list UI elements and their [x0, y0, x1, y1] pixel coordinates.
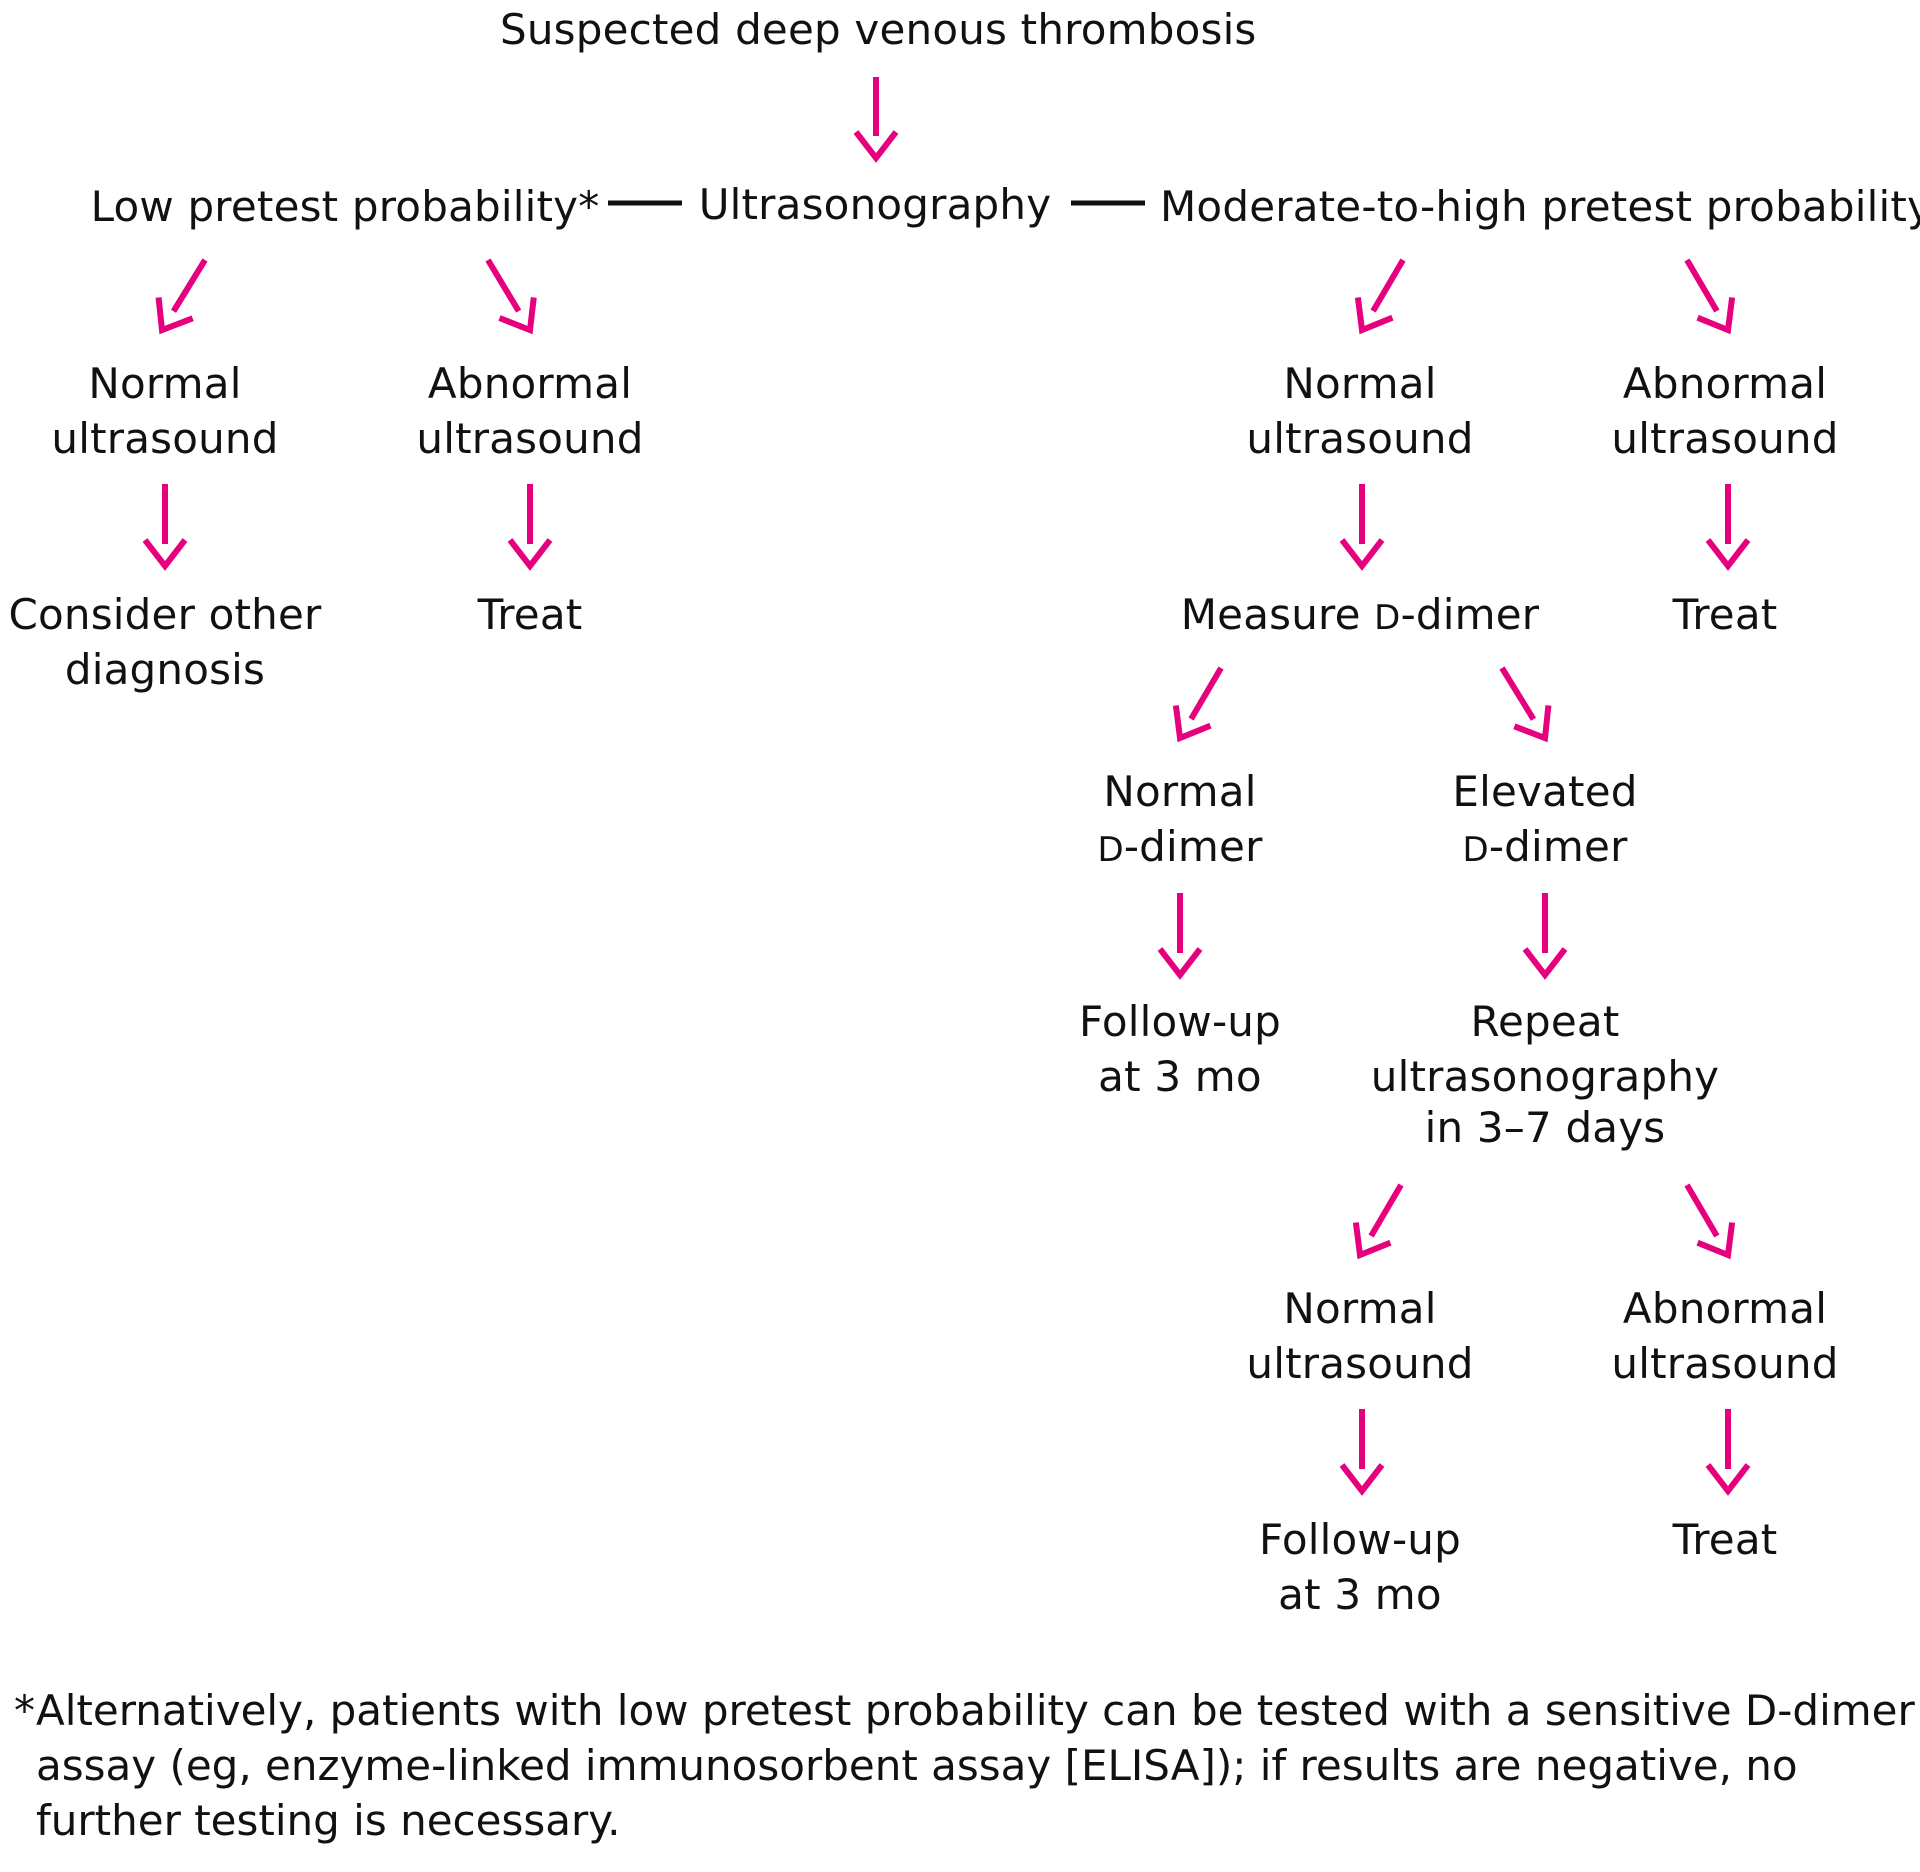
- node-right-abnormal-ultrasound: Abnormal ultrasound: [1611, 359, 1839, 463]
- footnote-line-1: Alternatively, patients with low pretest…: [36, 1686, 1915, 1735]
- node-left-treat: Treat: [477, 590, 583, 639]
- node-repeat-ultrasonography: Repeat ultrasonography in 3–7 days: [1370, 997, 1720, 1152]
- arrow-abnormal-to-treat: [1705, 484, 1751, 571]
- footnote: * Alternatively, patients with low prete…: [14, 1683, 1915, 1848]
- node-elevated-ddimer: Elevated D-dimer: [1452, 767, 1638, 871]
- node-right-treat: Treat: [1672, 590, 1778, 639]
- arrow-repeat-normal-to-followup: [1339, 1409, 1385, 1496]
- arrow-left-normal-to-consider: [142, 484, 188, 571]
- arrow-normal-to-measure: [1339, 484, 1385, 571]
- arrow-measure-to-normal-ddimer: [1172, 666, 1224, 743]
- node-normal-ddimer: Normal D-dimer: [1097, 767, 1263, 871]
- node-follow-up-3mo-b: Follow-up at 3 mo: [1259, 1515, 1461, 1619]
- arrow-low-to-abnormal: [485, 258, 537, 335]
- node-repeat-normal-ultrasound: Normal ultrasound: [1246, 1284, 1474, 1388]
- footnote-line-2: assay (eg, enzyme-linked immunosorbent a…: [36, 1741, 1798, 1790]
- node-ultrasonography: Ultrasonography: [698, 180, 1052, 229]
- arrow-high-to-abnormal: [1684, 258, 1736, 335]
- arrow-low-to-normal: [155, 258, 208, 335]
- arrow-elevated-to-repeat: [1522, 893, 1568, 980]
- arrow-repeat-to-abnormal: [1684, 1183, 1736, 1260]
- node-moderate-high-pretest: Moderate-to-high pretest probability: [1160, 182, 1920, 231]
- node-suspected-dvt: Suspected deep venous thrombosis: [500, 5, 1257, 54]
- node-low-pretest: Low pretest probability*: [90, 182, 600, 231]
- footnote-line-3: further testing is necessary.: [36, 1796, 621, 1845]
- node-repeat-abnormal-ultrasound: Abnormal ultrasound: [1611, 1284, 1839, 1388]
- arrow-measure-to-elevated-ddimer: [1499, 666, 1552, 743]
- node-left-normal-ultrasound: Normal ultrasound: [51, 359, 279, 463]
- arrow-to-ultrasonography: [853, 77, 899, 163]
- node-left-abnormal-ultrasound: Abnormal ultrasound: [416, 359, 644, 463]
- arrow-repeat-abnormal-to-treat: [1705, 1409, 1751, 1496]
- arrow-normal-ddimer-to-followup: [1157, 893, 1203, 980]
- node-follow-up-3mo-a: Follow-up at 3 mo: [1079, 997, 1281, 1101]
- arrow-high-to-normal: [1354, 258, 1406, 335]
- arrow-repeat-to-normal: [1352, 1183, 1404, 1260]
- footnote-marker: *: [14, 1686, 35, 1735]
- arrow-left-abnormal-to-treat: [507, 484, 553, 571]
- node-right-normal-ultrasound: Normal ultrasound: [1246, 359, 1474, 463]
- node-consider-other-diagnosis: Consider other diagnosis: [8, 590, 322, 694]
- node-repeat-treat: Treat: [1672, 1515, 1778, 1564]
- node-measure-ddimer: Measure D-dimer: [1180, 590, 1540, 639]
